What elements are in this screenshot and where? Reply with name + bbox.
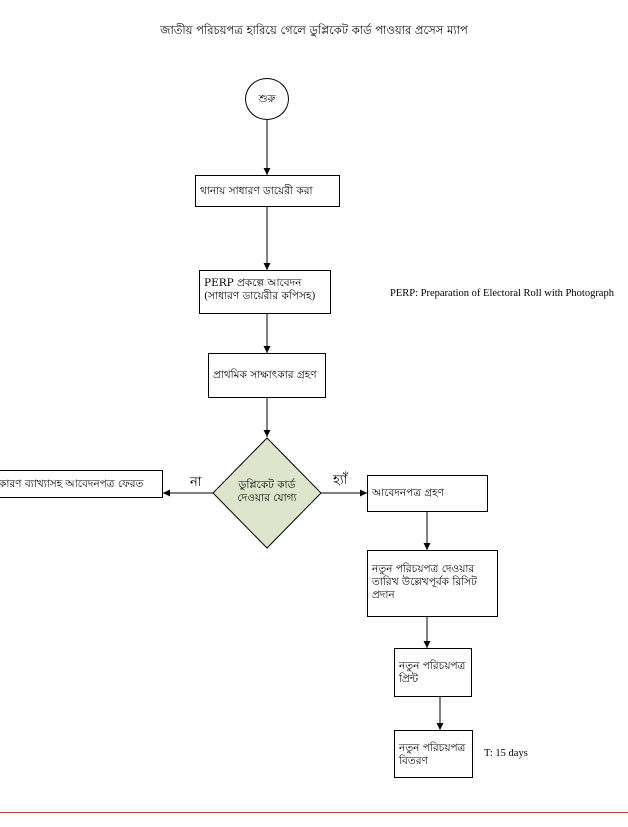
print-label-line1: নতুন পরিচয়পত্র xyxy=(399,660,466,672)
gd-label: থানায় সাধারণ ডায়েরী করা xyxy=(200,184,313,197)
decision-label-line1: ডুপ্লিকেট কার্ড xyxy=(238,479,296,491)
accept-node: আবেদনপত্র গ্রহণ xyxy=(367,475,488,512)
receipt-label-line1: নতুন পরিচয়পত্র দেওয়ার xyxy=(372,563,475,575)
start-node: শুরু xyxy=(245,78,289,120)
decision-label-line2: দেওয়ার যোগ্য xyxy=(237,492,297,504)
distribute-label-line1: নতুন পরিচয়পত্র xyxy=(399,742,466,754)
accept-label: আবেদনপত্র গ্রহণ xyxy=(372,487,445,499)
apply-label-line1: PERP প্রকল্পে আবেদন xyxy=(204,277,302,289)
time-note: T: 15 days xyxy=(484,748,528,759)
yes-label: হ্যাঁ xyxy=(333,473,348,488)
diagram-title: জাতীয় পরিচয়পত্র হারিয়ে গেলে ডুপ্লিকেট… xyxy=(160,23,468,37)
decision-diamond xyxy=(212,437,322,549)
receipt-label-line2: তারিখ উল্লেখপূর্বক রিসিট xyxy=(372,576,477,588)
distribute-label-line2: বিতরণ xyxy=(399,755,428,767)
decision-label: ডুপ্লিকেট কার্ড দেওয়ার যোগ্য xyxy=(222,479,312,505)
perp-note: PERP: Preparation of Electoral Roll with… xyxy=(390,288,614,299)
receipt-node: নতুন পরিচয়পত্র দেওয়ার তারিখ উল্লেখপূর্… xyxy=(367,550,498,617)
interview-node: প্রাথমিক সাক্ষাৎকার গ্রহণ xyxy=(208,353,326,398)
apply-node: PERP প্রকল্পে আবেদন (সাধারণ ডায়েরীর কপি… xyxy=(199,270,331,314)
distribute-node: নতুন পরিচয়পত্র বিতরণ xyxy=(394,730,473,778)
receipt-label-line3: প্রদান xyxy=(372,589,395,601)
print-label-line2: প্রিন্ট xyxy=(399,673,419,685)
gd-node: থানায় সাধারণ ডায়েরী করা xyxy=(195,175,340,207)
reject-node: কারণ ব্যাখ্যাসহ আবেদনপত্র ফেরত xyxy=(0,470,163,498)
no-label: না xyxy=(190,475,202,490)
footer-divider xyxy=(0,812,628,813)
print-node: নতুন পরিচয়পত্র প্রিন্ট xyxy=(394,648,472,697)
reject-label: কারণ ব্যাখ্যাসহ আবেদনপত্র ফেরত xyxy=(0,477,144,490)
apply-label-line2: (সাধারণ ডায়েরীর কপিসহ) xyxy=(204,290,316,302)
start-label: শুরু xyxy=(258,92,276,105)
interview-label: প্রাথমিক সাক্ষাৎকার গ্রহণ xyxy=(213,369,317,381)
